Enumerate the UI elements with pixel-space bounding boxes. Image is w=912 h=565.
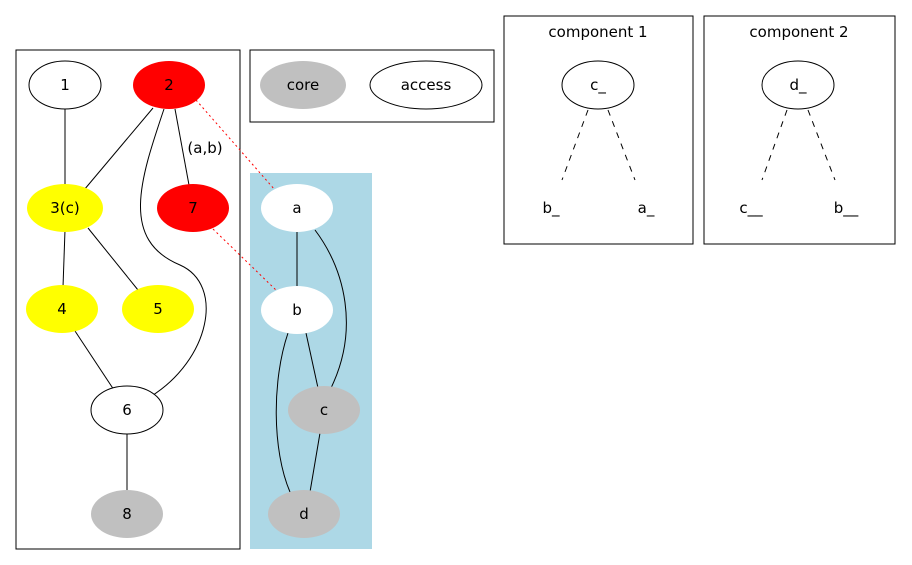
edge-c-d — [309, 432, 321, 493]
node-3-label: 3(c) — [50, 199, 80, 217]
node-4-shape — [26, 285, 98, 333]
component1-title: component 1 — [548, 23, 647, 41]
network-edges — [275, 229, 347, 493]
graph-edges — [62, 107, 207, 493]
node-4-label: 4 — [57, 300, 67, 318]
component1-root: c_ — [561, 60, 635, 110]
node-8-label: 8 — [122, 505, 132, 523]
node-a-shape — [261, 184, 333, 232]
node-7: 7 — [157, 184, 229, 232]
edge-b-c — [305, 332, 319, 389]
edge-4-6 — [74, 330, 115, 391]
edge-3-5 — [87, 227, 139, 291]
edge-2-7 — [174, 108, 190, 186]
node-b-shape — [261, 286, 333, 334]
edge-b-d — [275, 332, 291, 493]
node-2-shape — [133, 61, 205, 109]
node-c-shape — [288, 386, 360, 434]
node-1: 1 — [28, 60, 102, 110]
node-c-label: c — [320, 401, 328, 419]
graph-cluster-box — [15, 49, 241, 550]
edge-d_-c__ — [761, 109, 788, 181]
node-6: 6 — [90, 385, 164, 435]
node-7-label: 7 — [188, 199, 198, 217]
node-5-label: 5 — [153, 300, 163, 318]
legend-core: core — [260, 61, 346, 109]
component2-root-shape — [761, 60, 835, 110]
edge-2-3 — [83, 107, 154, 191]
node-6-shape — [90, 385, 164, 435]
node-1-label: 1 — [60, 76, 70, 94]
legend-access-shape — [369, 60, 483, 110]
component2-left: c__ — [739, 199, 763, 218]
cross-edges — [195, 99, 279, 293]
legend-core-shape — [260, 61, 346, 109]
edge-2-6 — [140, 108, 207, 398]
component2-title: component 2 — [749, 23, 848, 41]
component2-right: b__ — [834, 199, 859, 218]
node-a-label: a — [292, 199, 301, 217]
node-2: 2 — [133, 61, 205, 109]
node-b-label: b — [292, 301, 302, 319]
component-edges — [561, 109, 836, 181]
component2-box — [703, 15, 896, 245]
edge-c_-b_ — [561, 109, 589, 181]
edge-a-c — [314, 229, 347, 391]
edge-c_-a_ — [607, 109, 636, 181]
edge-d_-b__ — [807, 109, 836, 181]
node-2-label: 2 — [164, 76, 174, 94]
component1-root-label: c_ — [590, 76, 606, 95]
node-d: d — [268, 490, 340, 538]
node-1-shape — [28, 60, 102, 110]
legend-core-label: core — [287, 76, 320, 94]
legend-access: access — [369, 60, 483, 110]
component1-box — [503, 15, 694, 245]
component1-right: a_ — [638, 199, 655, 218]
node-4: 4 — [26, 285, 98, 333]
node-5: 5 — [122, 285, 194, 333]
component1-left: b_ — [542, 199, 560, 218]
legend-access-label: access — [401, 76, 452, 94]
component2-root-label: d_ — [789, 76, 807, 95]
node-8: 8 — [91, 490, 163, 538]
node-a: a — [261, 184, 333, 232]
node-d-shape — [268, 490, 340, 538]
node-6-label: 6 — [122, 401, 132, 419]
component2-root: d_ — [761, 60, 835, 110]
node-3: 3(c) — [27, 184, 103, 232]
edge-7-b-dotted — [212, 228, 279, 293]
node-5-shape — [122, 285, 194, 333]
node-c: c — [288, 386, 360, 434]
node-3-shape — [27, 184, 103, 232]
node-d-label: d — [299, 505, 309, 523]
node-8-shape — [91, 490, 163, 538]
edge-3-4 — [62, 229, 66, 288]
edge-label-2-7: (a,b) — [187, 139, 222, 157]
legend-box — [249, 49, 495, 123]
component1-root-shape — [561, 60, 635, 110]
node-7-shape — [157, 184, 229, 232]
node-b: b — [261, 286, 333, 334]
